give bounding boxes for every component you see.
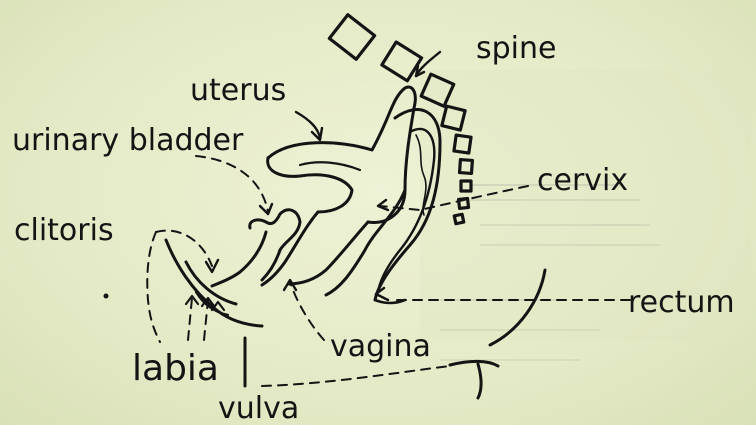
- clitoris-outline-dashed: [147, 232, 160, 342]
- bladder-leader: [196, 156, 268, 212]
- clitoris-leader: [156, 231, 212, 266]
- rectum-label: rectum: [628, 285, 735, 320]
- vulva-label: vulva: [218, 391, 299, 425]
- uterus-label: uterus: [190, 73, 286, 108]
- vertebra: [329, 15, 374, 60]
- vagina-label: vagina: [330, 329, 431, 364]
- uterus-outline: [268, 87, 416, 222]
- clitoris-label: clitoris: [14, 213, 114, 248]
- cervix-label: cervix: [537, 163, 628, 198]
- urinary-bladder-shape: [212, 210, 300, 286]
- spine-label: spine: [476, 31, 556, 66]
- labia-arrowhead-3: [212, 302, 224, 310]
- labia-shape: [166, 240, 262, 326]
- labia-label: labia: [132, 348, 219, 389]
- bladder-arrowhead: [260, 204, 272, 214]
- labia-leader-1: [188, 298, 192, 340]
- stray-dot: [104, 294, 109, 299]
- labia-leader-2: [204, 300, 208, 340]
- cervix-arrowhead: [378, 200, 388, 210]
- vulva-leader: [262, 366, 450, 386]
- uterus-leader: [296, 112, 320, 138]
- urinary-bladder-label: urinary bladder: [12, 123, 244, 158]
